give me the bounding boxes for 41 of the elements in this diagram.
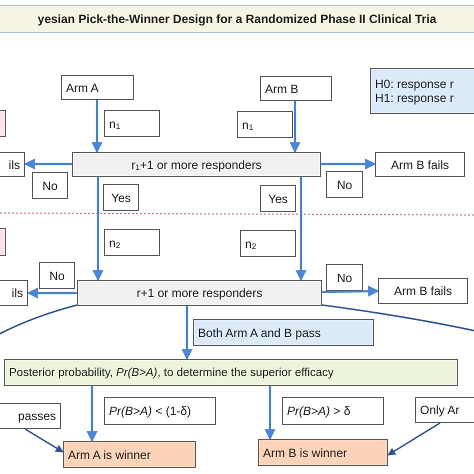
condition-box: Pr(B>A) > δ — [282, 397, 384, 425]
arrow — [182, 306, 192, 360]
condition-box: passes — [0, 403, 61, 429]
title-banner: yesian Pick-the-Winner Design for a Randomized Phase II Clinical Tria — [0, 5, 474, 33]
sample-size-box: n$_{1}$ — [237, 111, 293, 138]
condition-box: Pr(B>A) < (1-δ) — [104, 397, 216, 425]
arrow — [290, 101, 300, 154]
arrow — [264, 386, 276, 440]
outcome-box: ils — [0, 152, 25, 177]
outcome-box: Arm B fails — [378, 278, 468, 304]
arrow — [92, 177, 104, 282]
decision-box: r$_{1}$+1 or more responders — [72, 152, 321, 177]
condition-box: No — [326, 264, 363, 291]
result-box: Arm A is winner — [63, 441, 196, 468]
result-box: Arm B is winner — [258, 439, 388, 466]
condition-box: No — [39, 262, 75, 289]
condition-box: Yes — [260, 185, 296, 212]
sample-size-box: n$_{2}$ — [240, 230, 296, 257]
arrow — [296, 177, 306, 282]
arrow — [322, 286, 380, 297]
outcome-box: ils — [0, 280, 28, 306]
arm-box: Arm B — [260, 76, 332, 101]
process-box: Posterior probability, Pr(B>A), to determine the superior efficacy — [4, 359, 458, 386]
decision-box: r+1 or more responders — [77, 280, 322, 306]
condition-box: Only Ar — [415, 397, 474, 423]
sample-size-box: n$_{1}$ — [104, 110, 160, 137]
arrow — [387, 422, 440, 456]
arrow — [86, 386, 98, 442]
arrow — [24, 158, 72, 170]
sample-size-box: n$_{2}$ — [104, 229, 160, 256]
arm-box: Arm A — [61, 75, 134, 100]
arrow — [24, 428, 64, 453]
outcome-box: Arm B fails — [375, 152, 465, 177]
arrow — [26, 288, 77, 298]
condition-box: No — [32, 172, 68, 199]
arrow — [92, 100, 102, 154]
hypothesis-box: H0: response r H1: response r — [370, 68, 474, 114]
condition-box: No — [326, 171, 363, 198]
condition-box: Yes — [103, 184, 139, 211]
condition-box: Both Arm A and B pass — [193, 319, 374, 346]
arrow — [321, 158, 376, 170]
